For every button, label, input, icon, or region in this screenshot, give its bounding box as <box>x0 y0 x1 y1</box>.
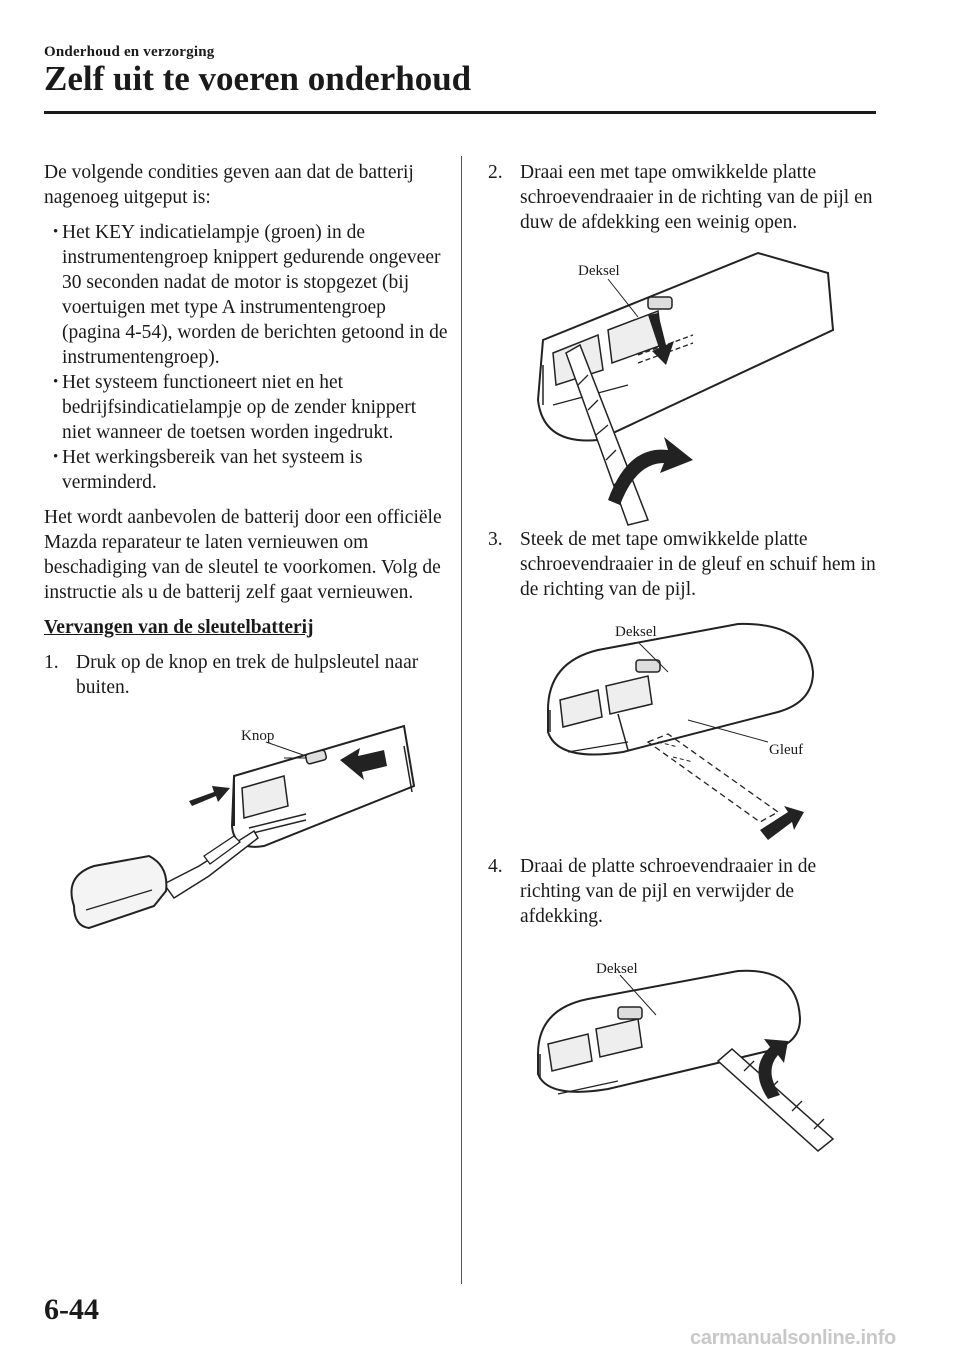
step-text: Druk op de knop en trek de hulpsleutel n… <box>76 652 419 698</box>
left-column: De volgende condities geven aan dat de b… <box>44 160 449 956</box>
right-column: 2. Draai een met tape omwikkelde platte … <box>488 160 880 1159</box>
figure-step-3: Deksel Gleuf <box>488 602 880 854</box>
list-item: •Het systeem functioneert niet en het be… <box>44 370 449 445</box>
page-number: 6-44 <box>44 1293 99 1326</box>
section-label: Onderhoud en verzorging <box>44 44 215 60</box>
step-text: Draai de platte schroevendraaier in de r… <box>520 856 817 927</box>
bullet-icon: • <box>53 374 59 390</box>
step-text: Draai een met tape omwikkelde platte sch… <box>520 162 873 233</box>
key-release-illustration <box>70 724 416 930</box>
figure-step-4: Deksel <box>488 929 880 1159</box>
step-1: 1. Druk op de knop en trek de hulpsleute… <box>44 650 449 700</box>
figure-label-knop: Knop <box>241 728 275 744</box>
step-text: Steek de met tape omwikkelde platte schr… <box>520 529 876 600</box>
list-item: •Het werkingsbereik van het systeem is v… <box>44 445 449 495</box>
condition-list: •Het KEY indicatielampje (groen) in de i… <box>44 220 449 495</box>
figure-label-gleuf: Gleuf <box>769 742 804 758</box>
list-item-text: Het KEY indicatielampje (groen) in de in… <box>62 222 448 368</box>
page-title: Zelf uit te voeren onderhoud <box>44 59 472 98</box>
list-item-text: Het systeem functioneert niet en het bed… <box>62 372 417 443</box>
figure-key-release: Knop <box>44 706 449 956</box>
step-3: 3. Steek de met tape omwikkelde platte s… <box>488 527 880 602</box>
list-item: •Het KEY indicatielampje (groen) in de i… <box>44 220 449 370</box>
step-number: 3. <box>488 529 503 550</box>
list-item-text: Het werkingsbereik van het systeem is ve… <box>62 447 363 493</box>
intro-paragraph: De volgende condities geven aan dat de b… <box>44 162 414 208</box>
column-divider <box>461 156 462 1284</box>
step-4: 4. Draai de platte schroevendraaier in d… <box>488 854 880 929</box>
slot-slide-illustration <box>547 622 815 840</box>
bullet-icon: • <box>53 449 59 465</box>
step-number: 4. <box>488 856 503 877</box>
bullet-icon: • <box>53 224 59 240</box>
step-2: 2. Draai een met tape omwikkelde platte … <box>488 160 880 235</box>
figure-label-deksel: Deksel <box>578 263 620 279</box>
figure-label-deksel: Deksel <box>596 961 638 977</box>
step-number: 2. <box>488 162 503 183</box>
header-rule <box>44 111 876 114</box>
watermark: carmanualsonline.info <box>690 1327 896 1349</box>
figure-step-2: Deksel <box>488 235 880 527</box>
step-number: 1. <box>44 652 59 673</box>
open-cover-illustration <box>536 251 835 526</box>
recommendation-paragraph: Het wordt aanbevolen de batterij door ee… <box>44 507 442 603</box>
figure-label-deksel: Deksel <box>615 624 657 640</box>
remove-cover-illustration <box>537 969 835 1152</box>
subheading: Vervangen van de sleutelbatterij <box>44 617 314 638</box>
